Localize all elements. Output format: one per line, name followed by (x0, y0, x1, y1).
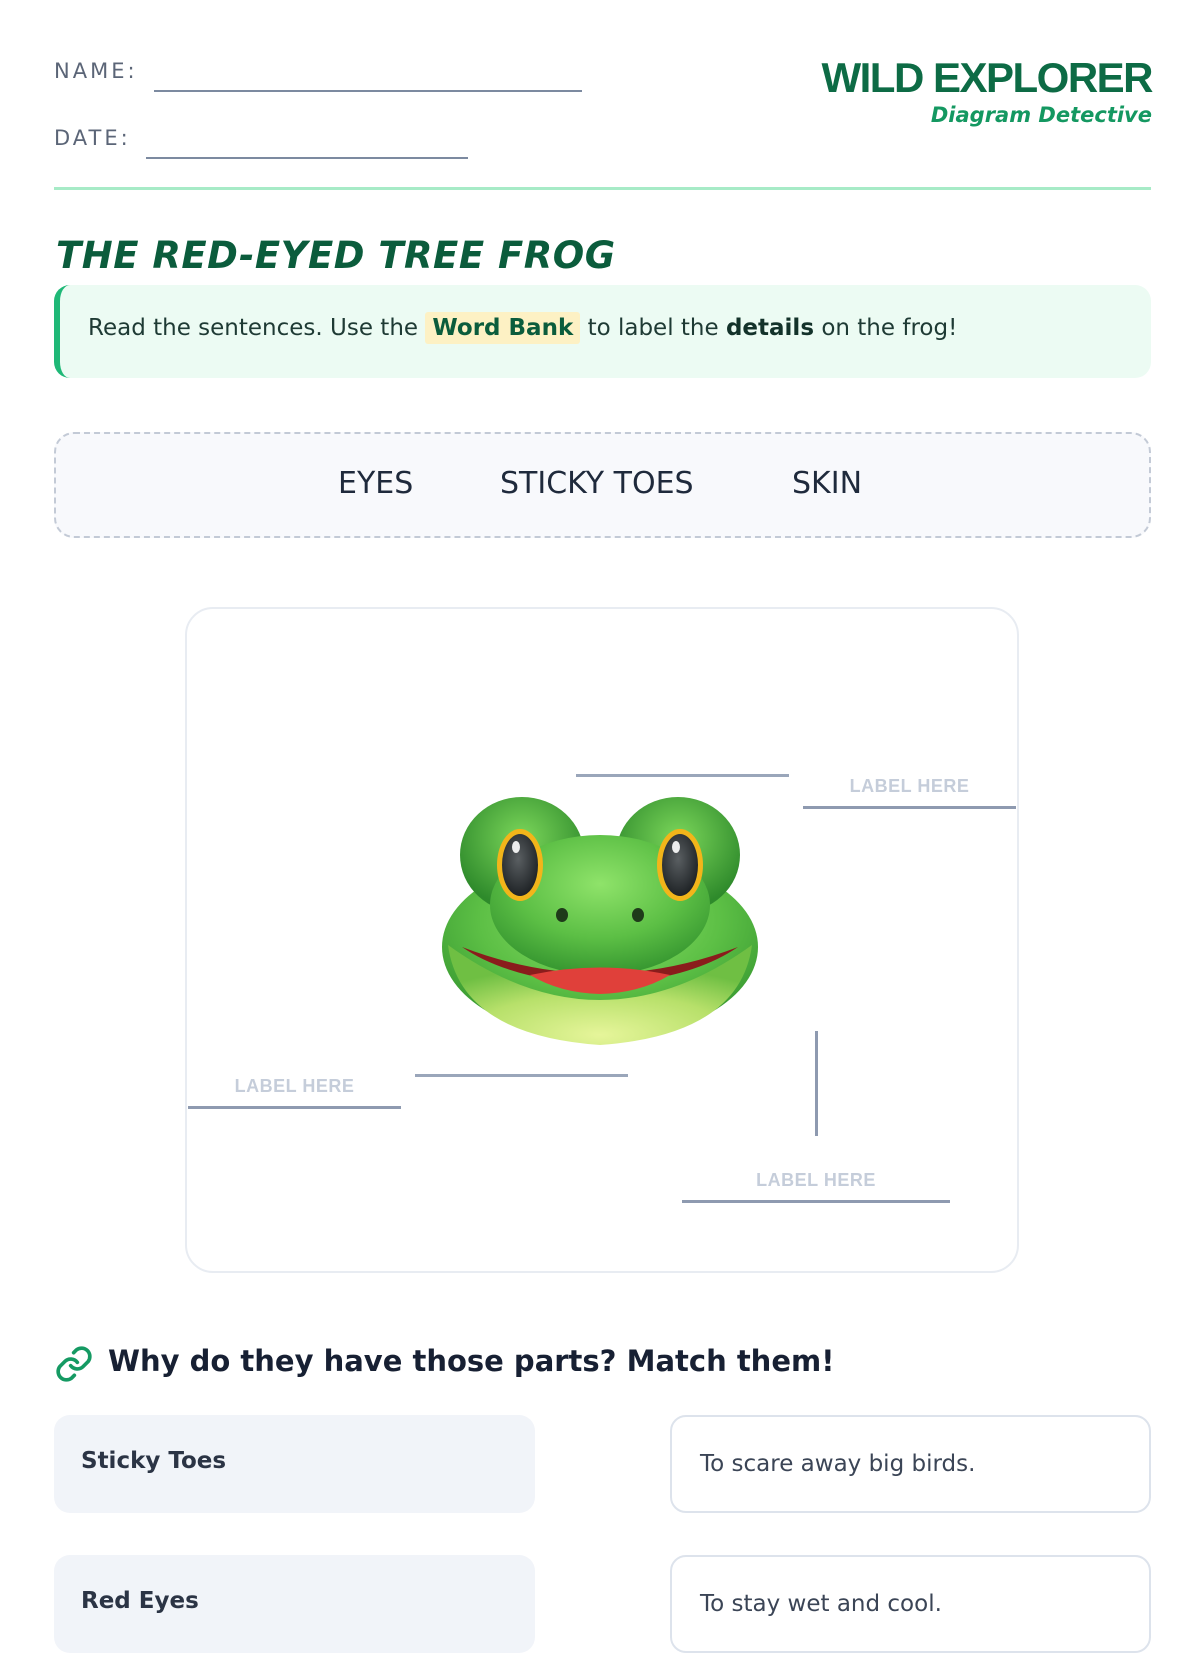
label-pointer-vertical (815, 1031, 818, 1136)
header-divider (54, 187, 1151, 190)
label-placeholder-bottom: LABEL HERE (756, 1170, 876, 1190)
link-icon (56, 1346, 92, 1382)
match-item-right[interactable]: To stay wet and cool. (670, 1555, 1151, 1653)
label-placeholder-left: LABEL HERE (234, 1076, 355, 1096)
name-field[interactable] (154, 90, 582, 92)
word-bank-item-sticky-toes: STICKY TOES (500, 466, 694, 501)
label-line-top-left (576, 774, 789, 777)
name-label: NAME: (54, 59, 138, 83)
matching-heading: Why do they have those parts? Match them… (108, 1344, 835, 1378)
word-bank-item-eyes: EYES (338, 466, 414, 501)
label-line-bottom[interactable] (682, 1200, 950, 1203)
label-line-top-right[interactable] (803, 806, 1016, 809)
instruction-part2: to label the (587, 315, 719, 341)
word-bank: EYES STICKY TOES SKIN (54, 432, 1151, 538)
instruction-part3: on the frog! (821, 315, 958, 341)
instruction-text: Read the sentences. Use the Word Bank to… (88, 312, 958, 344)
label-line-bottom-left-short (415, 1074, 628, 1077)
brand-logo: WILD EXPLORER (821, 54, 1153, 101)
date-field[interactable] (146, 157, 468, 159)
instruction-bold: details (725, 315, 815, 341)
word-bank-item-skin: SKIN (792, 466, 863, 501)
instruction-box: Read the sentences. Use the Word Bank to… (54, 285, 1151, 378)
page-title: THE RED-EYED TREE FROG (56, 234, 616, 277)
brand-subtitle: Diagram Detective (930, 103, 1152, 127)
instruction-part1: Read the sentences. Use the (88, 315, 419, 341)
match-item-right[interactable]: To scare away big birds. (670, 1415, 1151, 1513)
match-item-left[interactable]: Sticky Toes (54, 1415, 535, 1513)
frog-face-icon (442, 797, 758, 1045)
match-item-left[interactable]: Red Eyes (54, 1555, 535, 1653)
word-bank-highlight: Word Bank (425, 312, 581, 344)
label-placeholder-top-right: LABEL HERE (849, 776, 970, 796)
date-label: DATE: (54, 126, 131, 150)
label-line-left[interactable] (188, 1106, 401, 1109)
